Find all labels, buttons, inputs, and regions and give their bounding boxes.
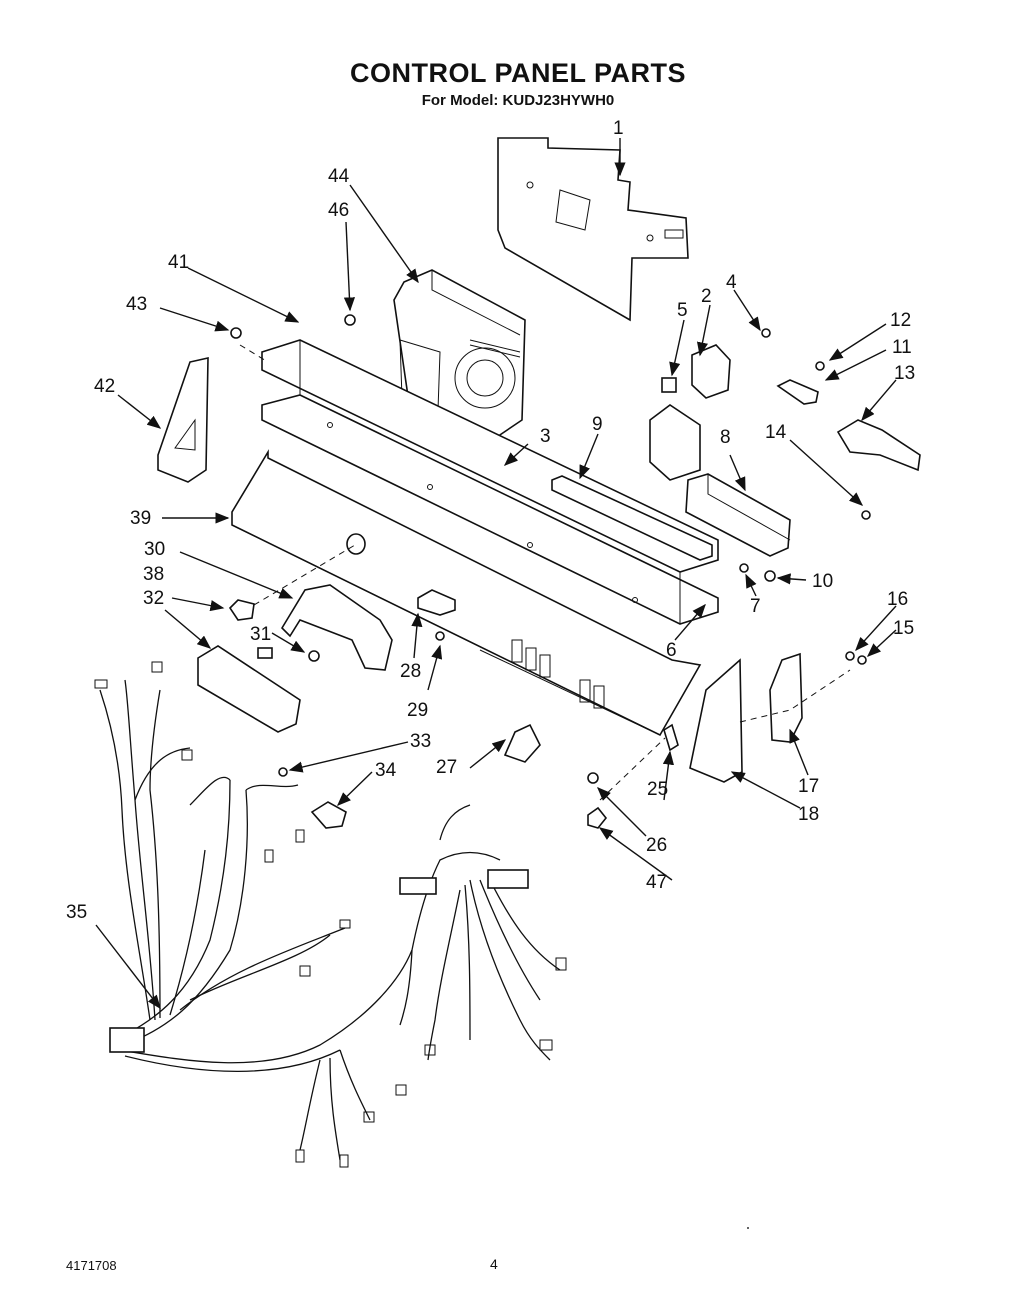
doc-number: 4171708	[66, 1258, 117, 1273]
page-title: CONTROL PANEL PARTS	[349, 58, 687, 88]
part-9-strip	[551, 475, 713, 561]
callout-34: 34	[375, 760, 397, 781]
part-13-lever	[836, 419, 921, 472]
callout-30: 30	[144, 539, 165, 560]
callout-4: 4	[726, 272, 737, 293]
callout-39: 39	[130, 508, 151, 529]
callout-38: 38	[143, 564, 164, 585]
callout-13: 13	[894, 363, 915, 384]
part-5-bracket	[649, 377, 701, 481]
callout-7: 7	[750, 596, 761, 617]
callout-46: 46	[328, 200, 349, 221]
callout-44: 44	[328, 166, 350, 187]
callout-10: 10	[812, 571, 833, 592]
callout-14: 14	[765, 422, 787, 443]
model-subtitle: For Model: KUDJ23HYWH0	[421, 92, 615, 109]
callout-3: 3	[540, 426, 551, 447]
part-28-block	[417, 589, 456, 616]
part-35-wiring-harness	[94, 661, 567, 1168]
callout-31: 31	[250, 624, 271, 645]
page-number: 4	[490, 1256, 498, 1272]
part-11-clip	[776, 379, 819, 405]
part-30-disk	[346, 533, 366, 555]
callout-15: 15	[893, 618, 914, 639]
callout-28: 28	[400, 661, 421, 682]
part-25-clip	[663, 723, 679, 752]
leader-lines	[95, 138, 897, 1010]
part-32-housing	[197, 645, 301, 733]
part-18-right-end-cap	[689, 658, 743, 783]
callout-11: 11	[892, 337, 912, 358]
callout-33: 33	[410, 731, 431, 752]
callout-18: 18	[798, 804, 819, 825]
callout-12: 12	[890, 310, 911, 331]
part-30-cradle	[280, 584, 393, 671]
part-2-clip	[691, 344, 731, 399]
callout-9: 9	[592, 414, 603, 435]
part-1-control-board	[497, 137, 689, 322]
callout-41: 41	[168, 252, 189, 273]
callout-29: 29	[407, 700, 428, 721]
callout-27: 27	[436, 757, 457, 778]
callout-42: 42	[94, 376, 115, 397]
part-34-clip	[310, 801, 347, 829]
callout-16: 16	[887, 589, 908, 610]
callout-26: 26	[646, 835, 667, 856]
callout-6: 6	[666, 640, 677, 661]
callout-5: 5	[677, 300, 688, 321]
callout-2: 2	[701, 286, 712, 307]
callout-32: 32	[143, 588, 164, 609]
callout-43: 43	[126, 294, 147, 315]
callout-35: 35	[66, 902, 87, 923]
part-17-bracket	[769, 652, 803, 743]
part-27-knob	[503, 723, 541, 763]
part-42-left-end-cap	[157, 356, 209, 483]
callout-labels: 1 2 3 4 5 6 7 8 9 10 11 12 13 14 15 16 1…	[66, 118, 915, 923]
callout-25: 25	[647, 779, 668, 800]
part-39-panel	[231, 449, 702, 737]
part-47-clip	[587, 806, 608, 829]
part-38-plug	[228, 599, 255, 621]
callout-17: 17	[798, 776, 819, 797]
screws	[230, 314, 871, 784]
callout-8: 8	[720, 427, 731, 448]
callout-1: 1	[613, 118, 624, 139]
part-8-connector-block	[685, 473, 791, 557]
callout-47: 47	[646, 872, 667, 893]
